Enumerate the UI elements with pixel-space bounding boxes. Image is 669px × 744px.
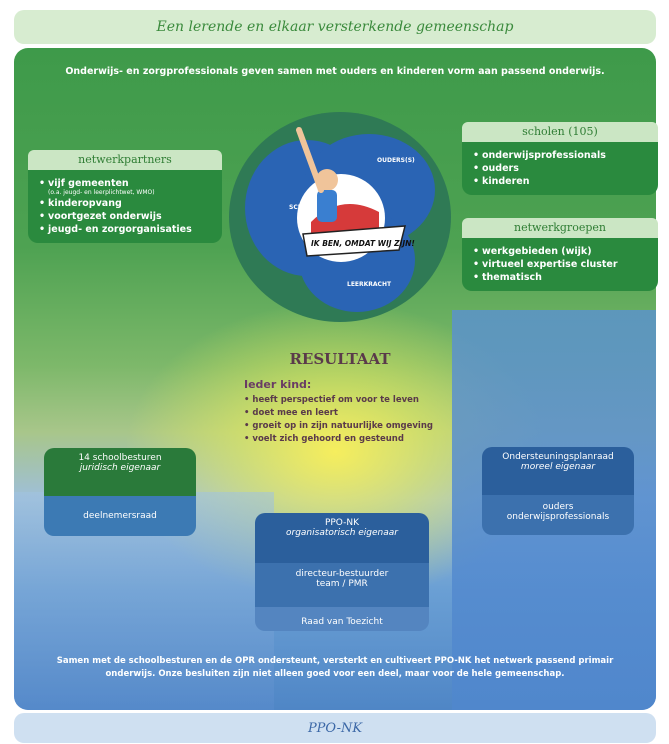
pponk-box: PPO-NK organisatorisch eigenaar directeu… xyxy=(255,513,429,631)
netwerkpartners-title: netwerkpartners xyxy=(28,150,222,170)
list-item: onderwijsprofessionals xyxy=(473,150,648,161)
footer-title: PPO-NK xyxy=(307,720,363,736)
child-body-icon xyxy=(317,190,337,222)
header-banner: Een lerende en elkaar versterkende gemee… xyxy=(14,10,656,44)
speech-text: IK BEN, OMDAT WIJ ZIJN! xyxy=(311,239,415,248)
venn-graphic: SCHOOL OUDERS(S) LEERKRACHT IK BEN, OMDA… xyxy=(245,127,435,312)
pponk-mid1: directeur-bestuurder xyxy=(295,569,389,579)
netwerkpartners-panel: netwerkpartners vijf gemeenten(o.a. jeug… xyxy=(28,150,222,243)
result-title: RESULTAAT xyxy=(289,350,391,368)
deelnemersraad: deelnemersraad xyxy=(44,496,196,536)
list-item: • groeit op in zijn natuurlijke omgeving xyxy=(244,421,433,431)
list-item: jeugd- en zorgorganisaties xyxy=(39,224,212,235)
label-ouders: OUDERS(S) xyxy=(377,157,415,164)
list-item-sub: (o.a. jeugd- en leerplichtwet, WMO) xyxy=(48,189,155,196)
list-item: virtueel expertise cluster xyxy=(473,259,648,270)
list-item: ouders xyxy=(473,163,648,174)
netwerkgroepen-body: werkgebieden (wijk) virtueel expertise c… xyxy=(462,238,658,291)
list-item: • doet mee en leert xyxy=(244,408,338,418)
list-item: werkgebieden (wijk) xyxy=(473,246,648,257)
ondersteuning-top: Ondersteuningsplanraad moreel eigenaar xyxy=(482,447,634,495)
scholen-panel: scholen (105) onderwijsprofessionals oud… xyxy=(462,122,658,195)
scholen-body: onderwijsprofessionals ouders kinderen xyxy=(462,142,658,195)
list-item: voortgezet onderwijs xyxy=(39,211,212,222)
netwerkgroepen-title: netwerkgroepen xyxy=(462,218,658,238)
result-subtitle: Ieder kind: xyxy=(244,378,312,391)
scholen-title: scholen (105) xyxy=(462,122,658,142)
pponk-top: PPO-NK organisatorisch eigenaar xyxy=(255,513,429,563)
result-list: • heeft perspectief om voor te leven • d… xyxy=(244,394,433,446)
header-title: Een lerende en elkaar versterkende gemee… xyxy=(156,19,514,35)
closing-line2: onderwijs. Onze besluiten zijn niet alle… xyxy=(105,669,565,679)
netwerkpartners-body: vijf gemeenten(o.a. jeugd- en leerplicht… xyxy=(28,170,222,243)
schoolbesturen-box: 14 schoolbesturen juridisch eigenaar dee… xyxy=(44,448,196,536)
pponk-line2: organisatorisch eigenaar xyxy=(285,528,398,538)
raad-van-toezicht: Raad van Toezicht xyxy=(255,607,429,631)
ondersteuning-line1: Ondersteuningsplanraad xyxy=(502,452,614,462)
closing-text: Samen met de schoolbesturen en de OPR on… xyxy=(40,655,630,681)
pponk-mid: directeur-bestuurder team / PMR xyxy=(255,563,429,607)
list-item: vijf gemeenten(o.a. jeugd- en leerplicht… xyxy=(39,178,212,196)
netwerkgroepen-panel: netwerkgroepen werkgebieden (wijk) virtu… xyxy=(462,218,658,291)
pponk-line1: PPO-NK xyxy=(324,518,360,528)
closing-line1: Samen met de schoolbesturen en de OPR on… xyxy=(56,656,614,666)
ondersteuningsplanraad-box: Ondersteuningsplanraad moreel eigenaar o… xyxy=(482,447,634,535)
list-item: • heeft perspectief om voor te leven xyxy=(244,395,419,405)
label-leerkracht: LEERKRACHT xyxy=(347,281,392,288)
ondersteuning-bottom2: onderwijsprofessionals xyxy=(506,512,610,522)
speech-bubble-icon xyxy=(302,225,406,257)
list-item: kinderopvang xyxy=(39,198,212,209)
schoolbesturen-line1: 14 schoolbesturen xyxy=(78,453,162,463)
list-item: thematisch xyxy=(473,272,648,283)
ondersteuning-bottom: ouders onderwijsprofessionals xyxy=(482,495,634,535)
schoolbesturen-line2: juridisch eigenaar xyxy=(79,463,161,473)
ondersteuning-bottom1: ouders xyxy=(542,502,574,512)
list-item: • voelt zich gehoord en gesteund xyxy=(244,434,404,444)
intro-text: Onderwijs- en zorgprofessionals geven sa… xyxy=(65,66,605,77)
central-circle: SCHOOL OUDERS(S) LEERKRACHT IK BEN, OMDA… xyxy=(229,112,451,322)
schoolbesturen-top: 14 schoolbesturen juridisch eigenaar xyxy=(44,448,196,496)
footer-banner: PPO-NK xyxy=(14,713,656,743)
child-arm-icon xyxy=(296,127,324,193)
label-school: SCHOOL xyxy=(289,204,317,211)
list-item: kinderen xyxy=(473,176,648,187)
ondersteuning-line2: moreel eigenaar xyxy=(520,462,596,472)
pponk-mid2: team / PMR xyxy=(316,579,368,589)
